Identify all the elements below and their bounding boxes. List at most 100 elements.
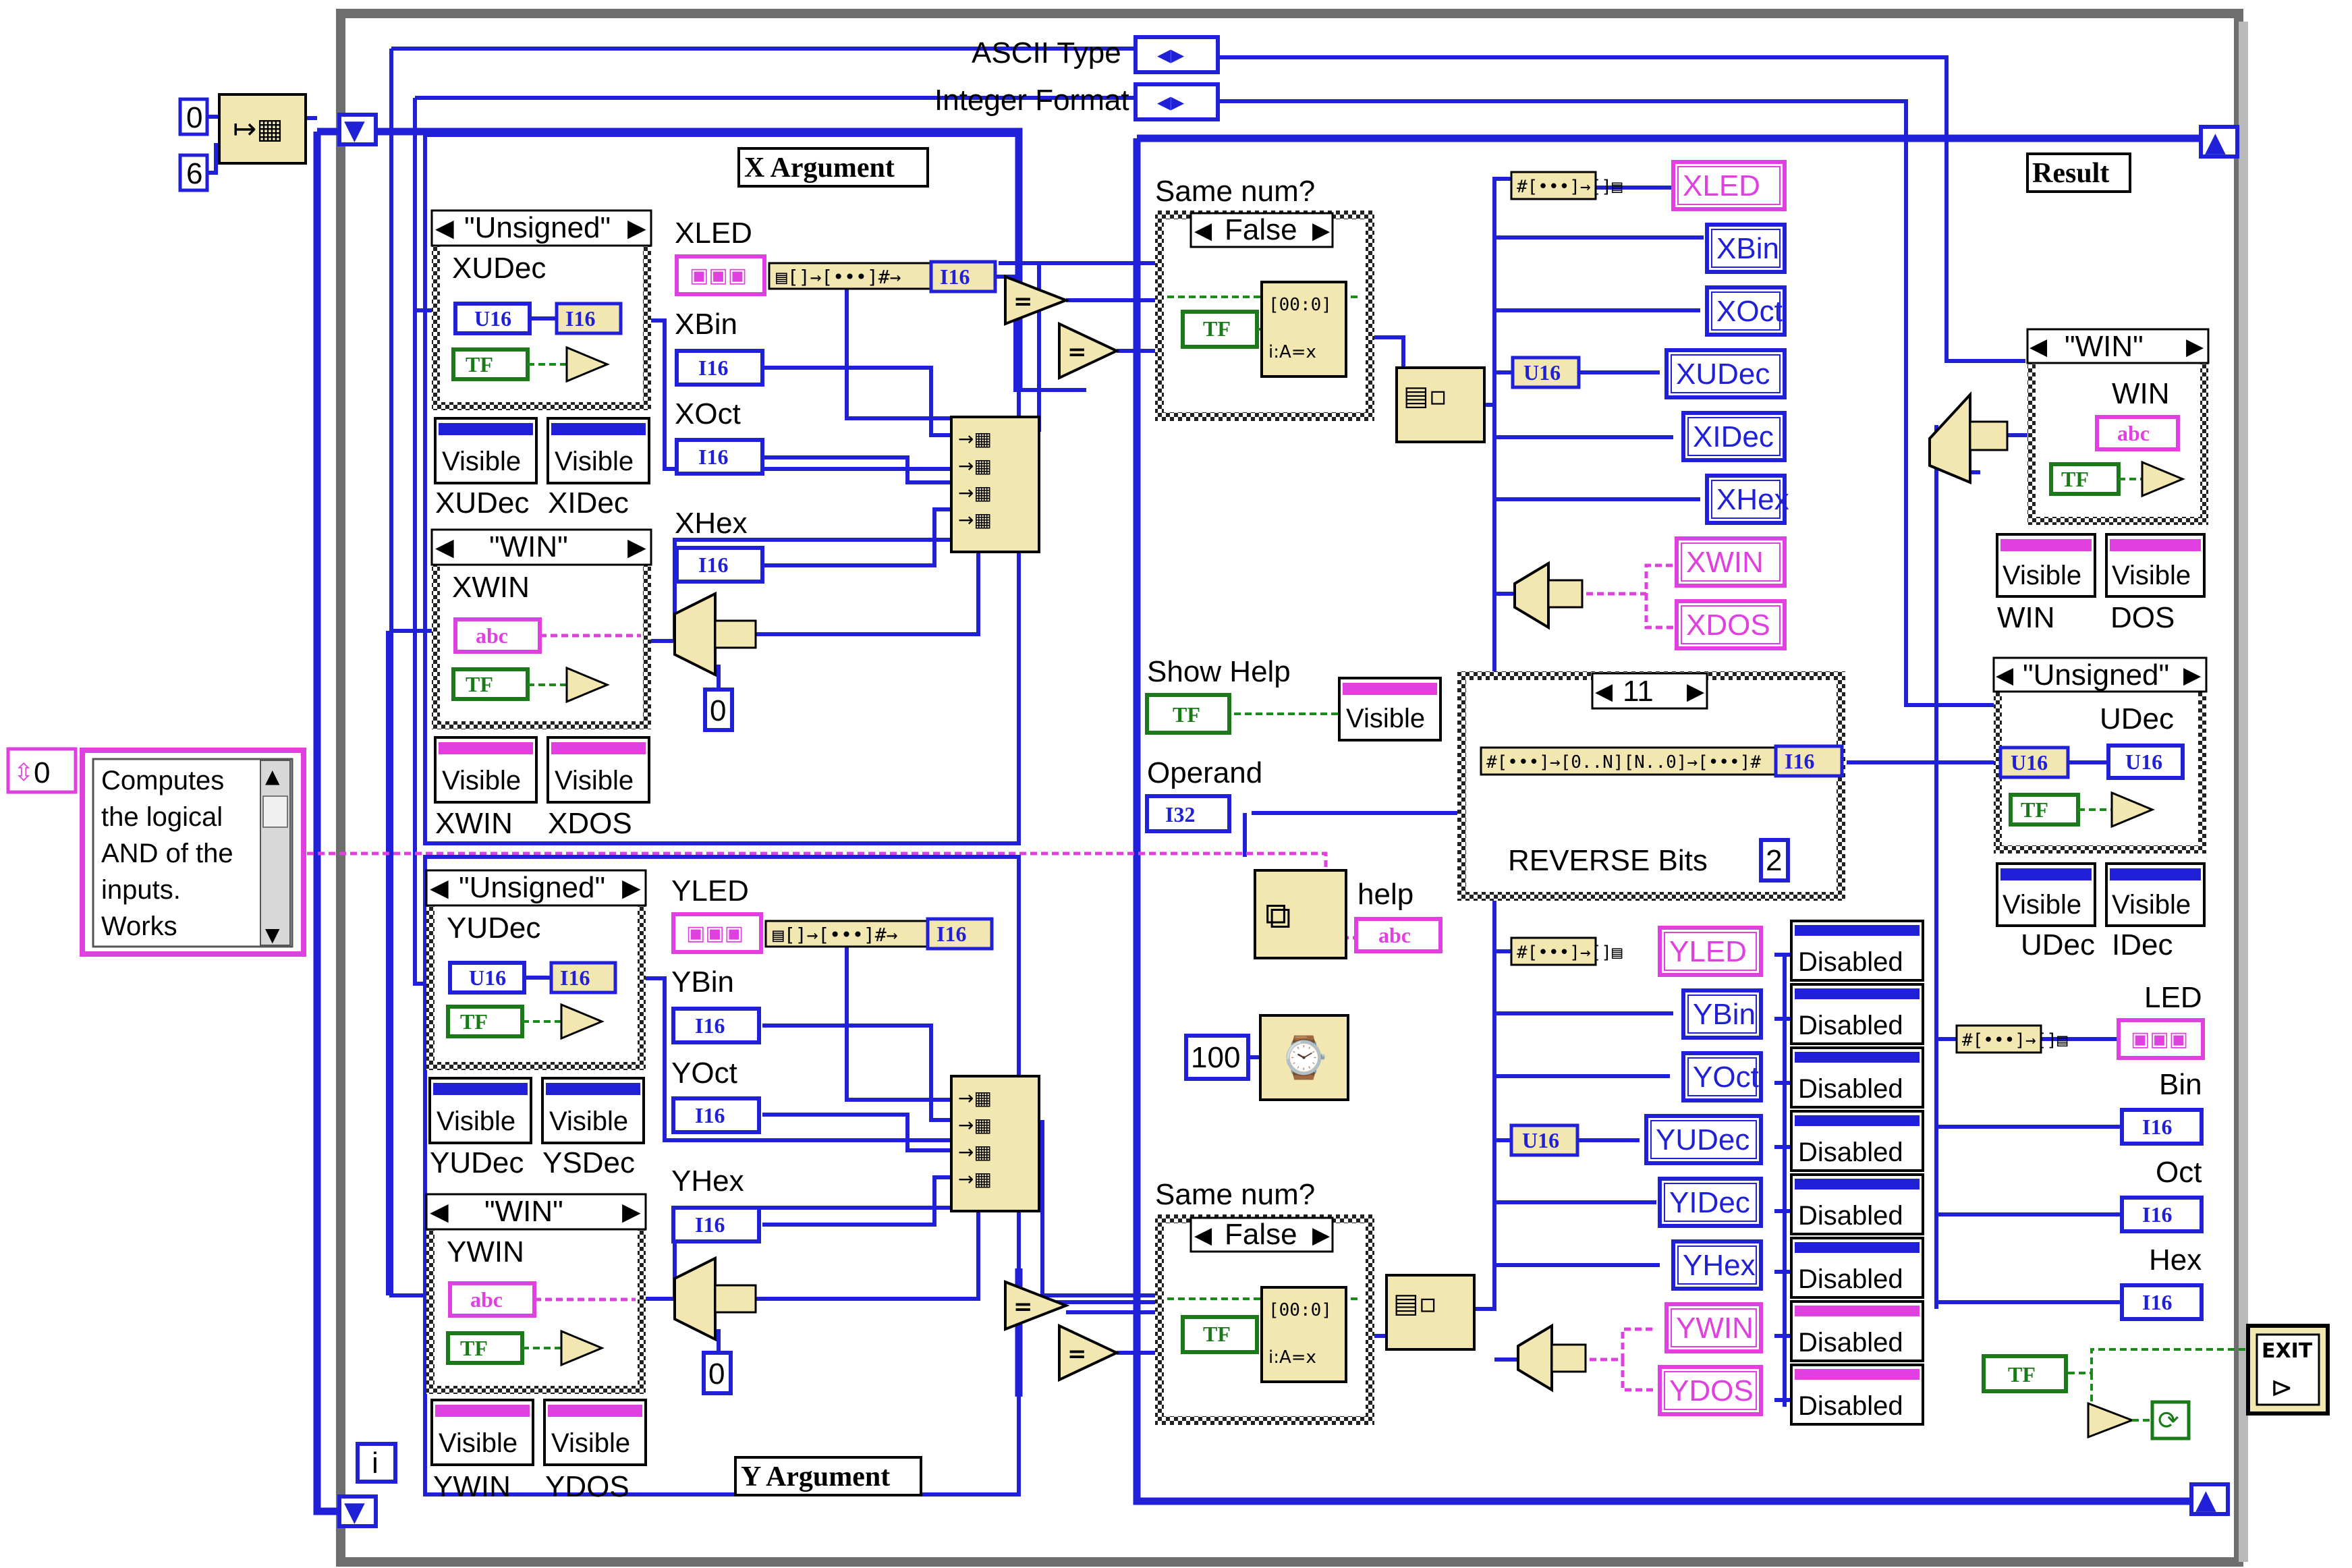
- case-selector[interactable]: [1591, 672, 1708, 710]
- case-prev-icon[interactable]: ◀: [430, 874, 449, 902]
- case-next-icon[interactable]: ▶: [2186, 333, 2204, 360]
- i16-tag: I16: [940, 264, 970, 289]
- y-local-terminals: YLED ▣▣▣ ▤[]→[•••]#→ I16 YBin I16 YOct I…: [671, 874, 1040, 1395]
- indicator-terminal: [1681, 1051, 1763, 1102]
- same-num-label: Same num?: [1155, 1178, 1315, 1211]
- ring-icon: ◂▸: [1157, 86, 1184, 117]
- result-udec-properties: Visible Visible UDec IDec: [1996, 862, 2206, 961]
- u16-terminal: [448, 961, 526, 995]
- not-gate-icon: [560, 1003, 605, 1040]
- init-zero-constant[interactable]: [178, 97, 209, 136]
- ascii-type-control[interactable]: ASCII Type ◂▸: [972, 35, 1220, 74]
- indicator-inner: [1664, 1371, 1757, 1410]
- build-array-icon: →▦: [958, 1141, 992, 1163]
- case-selector[interactable]: [2026, 328, 2210, 364]
- case-next-icon[interactable]: ▶: [1687, 678, 1705, 705]
- indicator-label: YIDec: [1669, 1186, 1750, 1219]
- ascii-type-terminal[interactable]: [1133, 35, 1220, 74]
- xhex-terminal: [675, 546, 764, 584]
- visible-property: Visible: [437, 1107, 515, 1136]
- integer-format-control[interactable]: Integer Format ◂▸: [934, 82, 1220, 121]
- case-prev-icon[interactable]: ◀: [1595, 678, 1613, 705]
- case-selector[interactable]: [430, 209, 652, 247]
- case-next-icon[interactable]: ▶: [622, 1198, 641, 1226]
- not-gate-icon: [565, 345, 610, 383]
- zero-constant[interactable]: [703, 688, 734, 732]
- shift-register-left-top[interactable]: [337, 113, 378, 146]
- integer-format-terminal[interactable]: [1133, 82, 1220, 121]
- indicator-inner: [1681, 605, 1781, 644]
- equal-icon: =: [1013, 288, 1033, 315]
- loop-iteration-terminal: [356, 1442, 397, 1484]
- case-prev-icon[interactable]: ◀: [435, 215, 454, 242]
- case-next-icon[interactable]: ▶: [627, 534, 646, 561]
- indicator-terminal: [1681, 988, 1763, 1040]
- shift-register-right-bottom[interactable]: [2189, 1482, 2230, 1516]
- case-prev-icon[interactable]: ◀: [1996, 662, 2014, 689]
- i16-convert-node: [926, 917, 994, 951]
- case-prev-icon[interactable]: ◀: [430, 1198, 449, 1226]
- case-next-icon[interactable]: ▶: [2183, 662, 2202, 689]
- wire-ysel-array: [746, 1208, 980, 1301]
- build-array-icon: →▦: [958, 509, 992, 531]
- shift-register-right-top[interactable]: [2199, 125, 2239, 159]
- property-header: [2110, 868, 2201, 880]
- wire-ascii-right: [1218, 55, 2025, 363]
- case-next-icon[interactable]: ▶: [1312, 217, 1331, 244]
- comment-text-area[interactable]: [92, 758, 293, 948]
- comment-scrollbar[interactable]: [260, 760, 291, 946]
- comment-scroll-thumb[interactable]: [262, 795, 288, 828]
- search-array-node: [1260, 1286, 1347, 1383]
- operand-label: Operand: [1147, 756, 1262, 789]
- bool-constant: [1181, 1315, 1259, 1354]
- result-win-label: WIN: [2112, 377, 2170, 410]
- case-selector[interactable]: [1992, 656, 2208, 693]
- scroll-down-icon[interactable]: ▼: [265, 924, 280, 946]
- wire-yoct-array: [762, 1113, 951, 1152]
- select-node: [1928, 391, 1971, 484]
- initialize-array-node[interactable]: [218, 93, 307, 165]
- case-prev-icon[interactable]: ◀: [2029, 333, 2048, 360]
- wait-constant-text: 100: [1191, 1041, 1240, 1074]
- case-next-icon[interactable]: ▶: [622, 874, 641, 902]
- case-prev-icon[interactable]: ◀: [435, 534, 454, 561]
- ring-icon: ◂▸: [1157, 39, 1184, 70]
- zero-constant[interactable]: [702, 1351, 733, 1395]
- case-selector[interactable]: [1189, 212, 1334, 248]
- case-selector[interactable]: [430, 528, 652, 566]
- show-help-label: Show Help: [1147, 655, 1291, 688]
- prop-label: XIDec: [548, 486, 629, 520]
- disabled-property: Disabled: [1798, 1011, 1903, 1040]
- property-header: [2110, 539, 2201, 551]
- disabled-property: Disabled: [1798, 1328, 1903, 1357]
- select-node-body: [714, 1284, 757, 1314]
- prop-label: YWIN: [433, 1470, 511, 1503]
- tf-tag: TF: [460, 1009, 488, 1034]
- case-prev-icon[interactable]: ◀: [1194, 1222, 1212, 1249]
- case-next-icon[interactable]: ▶: [1312, 1222, 1331, 1249]
- case-selector[interactable]: [425, 1193, 647, 1231]
- wire-xudec-array: [648, 318, 951, 471]
- visible-property: Visible: [439, 1428, 517, 1458]
- i32-tag: I32: [1165, 802, 1195, 827]
- case-prev-icon[interactable]: ◀: [1194, 217, 1212, 244]
- show-help-terminal[interactable]: [1145, 693, 1231, 735]
- reverse-bits-case: ◀ ▶ 11 #[•••]→[0..N][N..0]→[•••]# I16 RE…: [1457, 671, 1845, 901]
- stop-bool-terminal[interactable]: [1982, 1354, 2068, 1393]
- indicator-label: YHex: [1683, 1249, 1756, 1282]
- x-win-case: ◀ ▶ "WIN" XWIN abc TF: [430, 528, 652, 729]
- operand-terminal[interactable]: [1145, 794, 1231, 833]
- wire-x-compare: [1009, 275, 1017, 390]
- case-selector[interactable]: [1189, 1216, 1334, 1253]
- shift-register-left-bottom[interactable]: [337, 1494, 378, 1528]
- indicator-label: XWIN: [1686, 546, 1764, 579]
- wire-ascii-down: [389, 49, 432, 1297]
- case-selector[interactable]: [425, 869, 647, 907]
- scroll-up-icon[interactable]: ▲: [265, 765, 280, 787]
- u16-tag: U16: [2125, 750, 2162, 774]
- conversion-chain-icon: ▤[]→[•••]#→: [776, 266, 901, 288]
- case-next-icon[interactable]: ▶: [627, 215, 646, 242]
- wire-yhex-array: [762, 1175, 951, 1227]
- case-two-constant[interactable]: [1759, 838, 1790, 883]
